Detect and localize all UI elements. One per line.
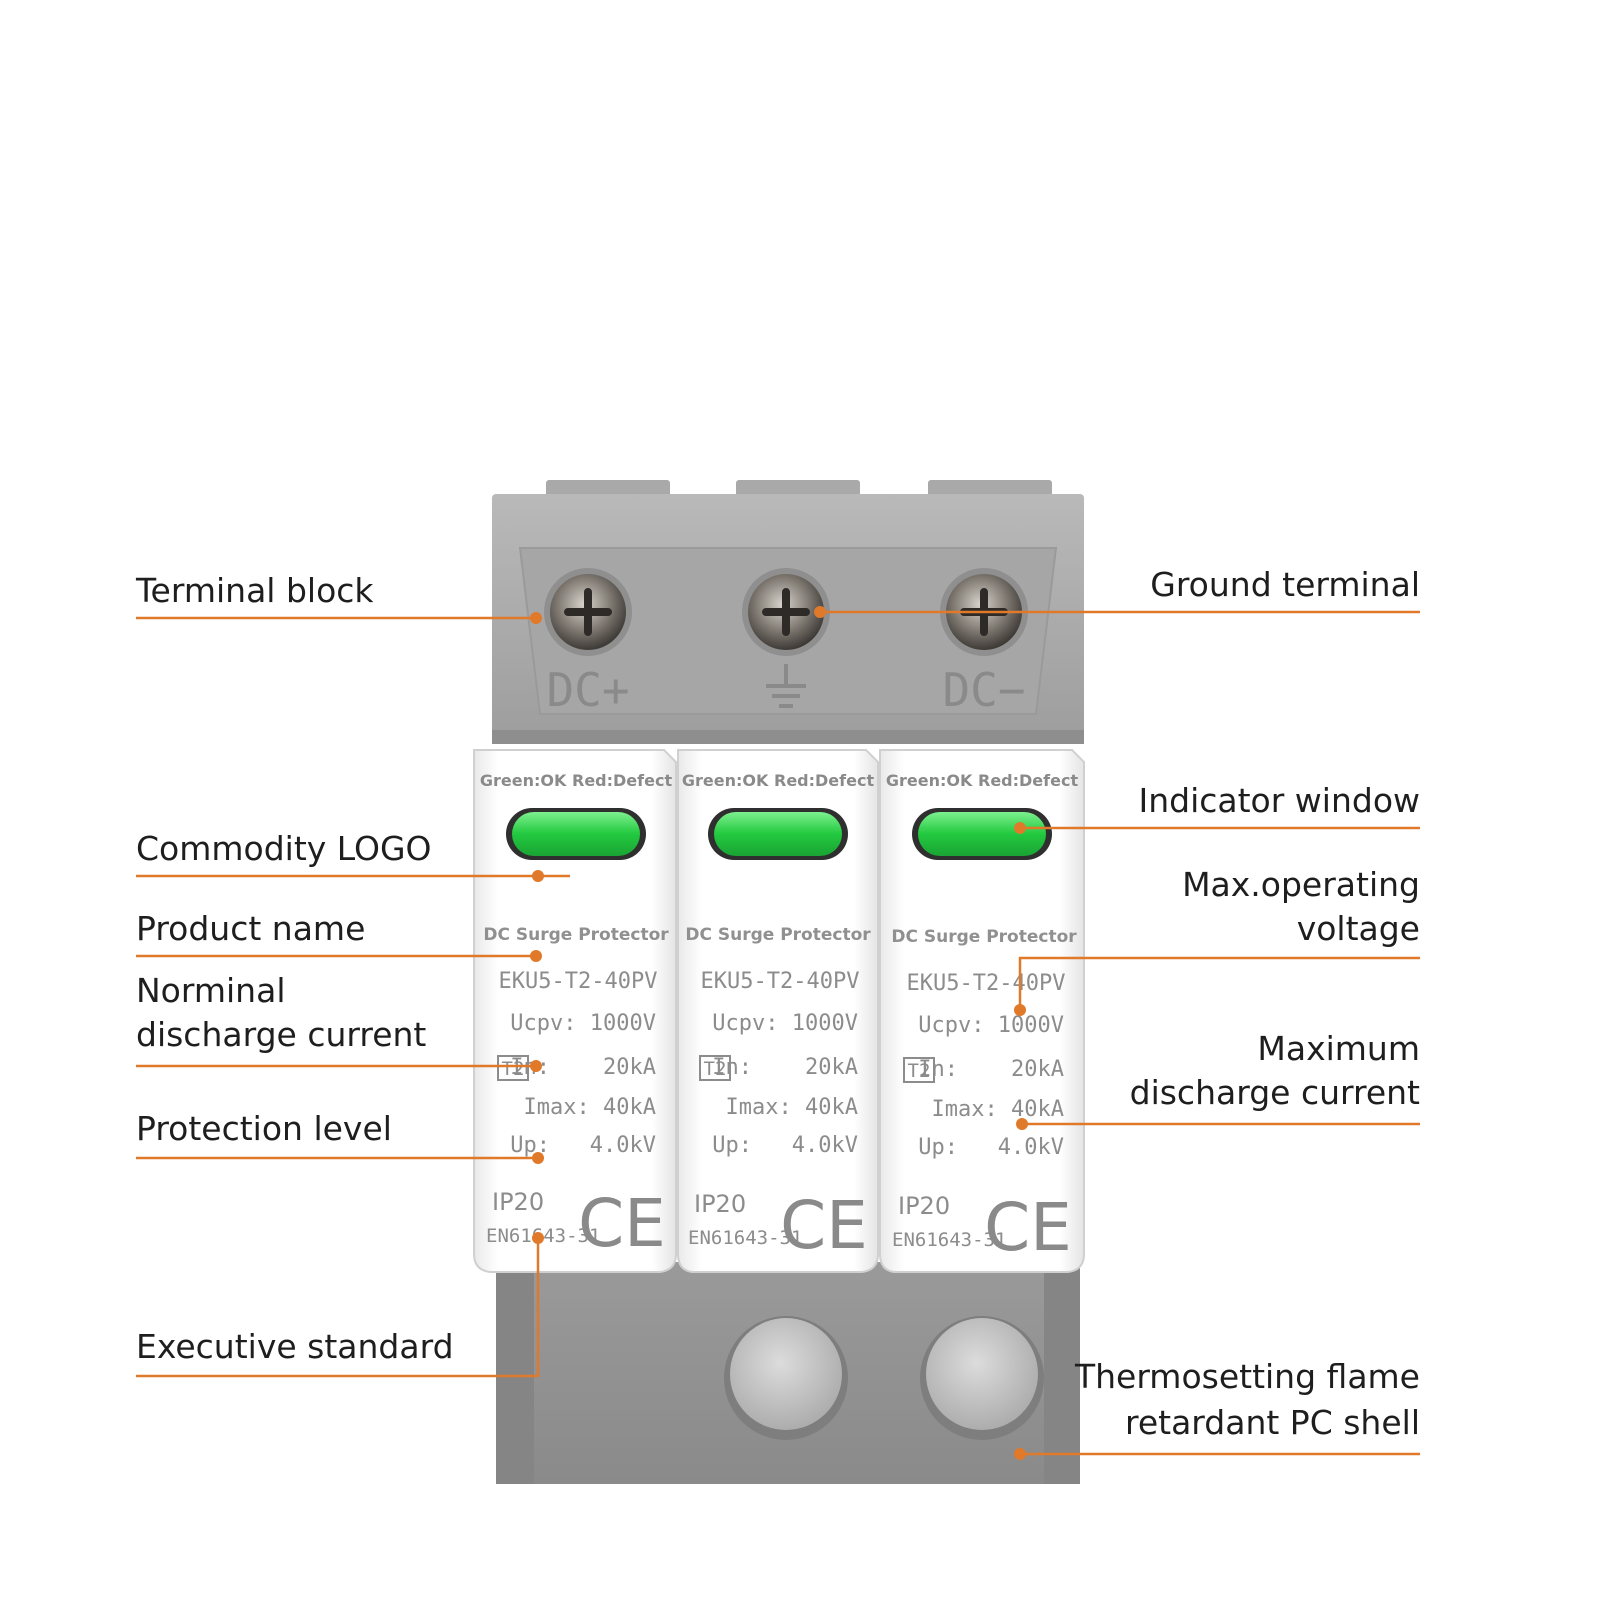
callout-nominal-discharge-current: Norminal discharge current	[136, 971, 542, 1072]
callout-executive-standard: Executive standard	[136, 1232, 544, 1378]
ucpv-rating: Ucpv: 1000V	[510, 1011, 656, 1036]
terminal-label-dc-minus: DC−	[942, 663, 1025, 717]
ce-mark: CE	[578, 1185, 666, 1262]
reset-button-right	[920, 1316, 1044, 1440]
imax-rating: Imax: 40kA	[932, 1097, 1064, 1122]
callout-label-line-2: discharge current	[136, 1015, 426, 1054]
callout-product-name: Product name	[136, 909, 542, 962]
callout-ground-terminal: Ground terminal	[814, 565, 1420, 618]
callout-label: Indicator window	[1138, 781, 1420, 820]
callout-protection-level: Protection level	[136, 1109, 544, 1164]
callout-terminal-block: Terminal block	[135, 571, 542, 624]
indicator-window	[512, 812, 640, 856]
t2-badge-label: T2	[908, 1060, 931, 1082]
module-3: Green:OK Red:Defect DC Surge Protector E…	[879, 749, 1085, 1273]
callout-label-line-2: discharge current	[1130, 1073, 1420, 1112]
standard-code: EN61643-31	[892, 1229, 1006, 1251]
ip-rating: IP20	[694, 1190, 746, 1218]
ucpv-rating: Ucpv: 1000V	[712, 1011, 858, 1036]
callout-pc-shell: Thermosetting flame retardant PC shell	[1014, 1357, 1420, 1460]
t2-badge	[903, 1057, 935, 1083]
callout-label-line-1: Max.operating	[1182, 865, 1420, 904]
indicator-caption: Green:OK Red:Defect	[886, 771, 1079, 790]
model-number: EKU5-T2-40PV	[499, 969, 658, 994]
in-rating: In: 20kA	[712, 1055, 858, 1080]
callout-label: Product name	[136, 909, 365, 948]
product-name: DC Surge Protector	[685, 925, 871, 945]
product-name: DC Surge Protector	[483, 925, 669, 945]
callout-label-line-1: Thermosetting flame	[1074, 1357, 1420, 1396]
callout-maximum-discharge-current: Maximum discharge current	[1016, 1029, 1420, 1130]
module-1: Green:OK Red:Defect DC Surge Protector E…	[473, 749, 677, 1273]
up-rating: Up: 4.0kV	[918, 1135, 1064, 1160]
ground-symbol-icon	[766, 664, 806, 708]
callout-label-line-2: voltage	[1297, 909, 1420, 948]
screw-ground	[742, 568, 830, 656]
product-name: DC Surge Protector	[891, 927, 1077, 947]
callout-indicator-window: Indicator window	[1014, 781, 1420, 834]
callout-label: Ground terminal	[1150, 565, 1420, 604]
up-rating: Up: 4.0kV	[510, 1133, 656, 1158]
indicator-window	[714, 812, 842, 856]
callout-label: Terminal block	[135, 571, 374, 610]
screw-dc-plus	[544, 568, 632, 656]
indicator-window	[918, 812, 1046, 856]
ce-mark: CE	[984, 1189, 1072, 1266]
ip-rating: IP20	[898, 1192, 950, 1220]
callout-label-line-1: Norminal	[136, 971, 285, 1010]
t2-badge	[497, 1055, 529, 1081]
imax-rating: Imax: 40kA	[524, 1095, 656, 1120]
module-2: Green:OK Red:Defect DC Surge Protector E…	[677, 749, 879, 1273]
ucpv-rating: Ucpv: 1000V	[918, 1013, 1064, 1038]
t2-badge-label: T2	[502, 1058, 525, 1080]
standard-code: EN61643-31	[688, 1227, 802, 1249]
indicator-caption: Green:OK Red:Defect	[682, 771, 875, 790]
callout-label: Commodity LOGO	[136, 829, 432, 868]
callout-label: Protection level	[136, 1109, 392, 1148]
callout-label-line-1: Maximum	[1257, 1029, 1420, 1068]
reset-button-left	[724, 1316, 848, 1440]
up-rating: Up: 4.0kV	[712, 1133, 858, 1158]
ce-mark: CE	[780, 1187, 868, 1264]
ip-rating: IP20	[492, 1188, 544, 1216]
in-rating: In: 20kA	[918, 1057, 1064, 1082]
callout-commodity-logo: Commodity LOGO	[136, 829, 570, 882]
terminal-label-dc-plus: DC+	[546, 663, 629, 717]
callout-label: Executive standard	[136, 1327, 454, 1366]
callout-label-line-2: retardant PC shell	[1125, 1403, 1420, 1442]
t2-badge-label: T2	[704, 1058, 727, 1080]
t2-badge	[699, 1055, 731, 1081]
indicator-caption: Green:OK Red:Defect	[480, 771, 673, 790]
model-number: EKU5-T2-40PV	[907, 971, 1066, 996]
model-number: EKU5-T2-40PV	[701, 969, 860, 994]
callout-max-operating-voltage: Max.operating voltage	[1014, 865, 1420, 1016]
imax-rating: Imax: 40kA	[726, 1095, 858, 1120]
